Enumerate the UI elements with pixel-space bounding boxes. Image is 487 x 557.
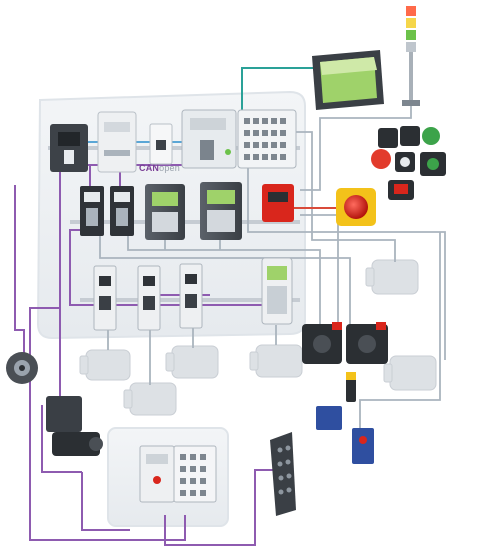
servo-drive [110, 186, 134, 236]
mini-breaker [149, 123, 173, 165]
safety-module [262, 184, 294, 222]
power-supply [97, 111, 137, 173]
ac-motor [79, 349, 131, 381]
photoelectric-sensor [352, 428, 374, 464]
servo-motor [346, 322, 388, 364]
variable-speed-drive [145, 184, 185, 240]
distributed-io-block [270, 432, 296, 516]
motor-starter [93, 265, 117, 331]
integrated-drive-motor [46, 396, 103, 456]
tower-light [402, 6, 420, 106]
ac-motor [123, 382, 177, 416]
communication-module [261, 257, 293, 325]
emergency-stop-box [336, 188, 376, 226]
plc-controller [181, 109, 237, 169]
servo-motor [302, 322, 342, 364]
hmi-touch-panel [312, 50, 384, 110]
motor-starter [137, 265, 161, 331]
canopen-label-suffix: open [159, 163, 180, 173]
ac-motor [165, 345, 219, 379]
ac-motor [383, 355, 437, 391]
motor-starter [179, 263, 203, 329]
canopen-network-label: CANopen [139, 163, 180, 173]
servo-drive [80, 186, 104, 236]
tower-light-cable [300, 106, 412, 191]
variable-speed-drive [200, 182, 242, 240]
circuit-breaker [50, 124, 88, 172]
inductive-sensor [346, 372, 356, 402]
pushbutton-station [371, 126, 446, 200]
plc-io-modules [237, 109, 297, 169]
remote-io-station [139, 445, 217, 503]
rotary-encoder [6, 352, 38, 384]
inductive-sensor [316, 406, 342, 430]
ac-motor [365, 259, 419, 295]
ac-motor [249, 344, 303, 378]
io-cables [99, 131, 446, 430]
ethernet-cable [241, 67, 318, 112]
canopen-label-prefix: CAN [139, 163, 160, 173]
